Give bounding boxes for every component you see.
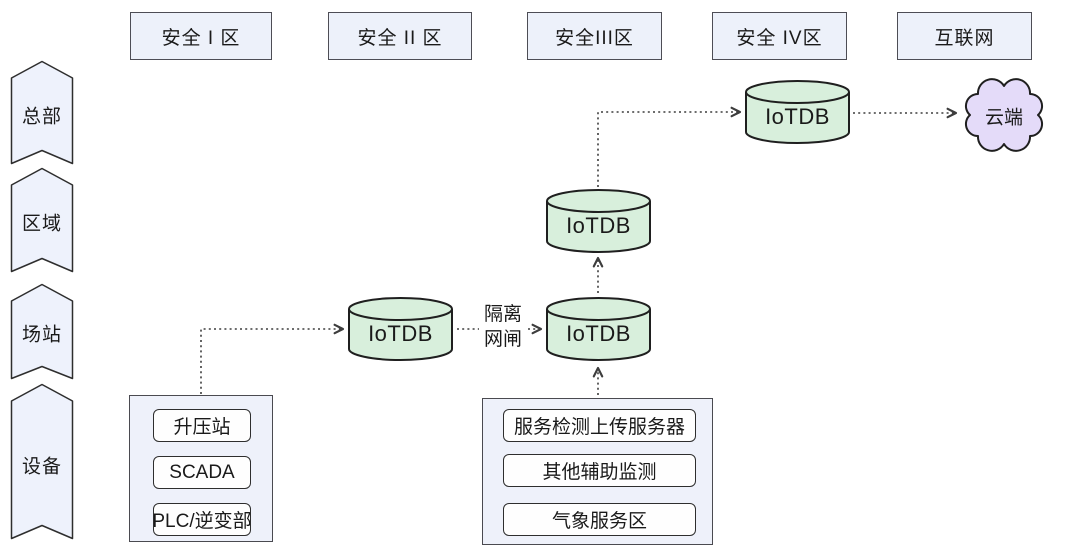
zone-header-3-label: 安全III区 bbox=[555, 27, 634, 49]
database-cylinder-icon bbox=[745, 80, 850, 144]
isolation-gateway-line2: 网闸 bbox=[483, 329, 522, 350]
iotdb-cylinder-zone3-upper: IoTDB bbox=[545, 188, 652, 254]
service-item-aux-monitoring: 其他辅助监测 bbox=[503, 454, 696, 487]
level-banner-headquarters: 总部 bbox=[10, 60, 74, 165]
iotdb-label: IoTDB bbox=[765, 104, 830, 130]
connector-station-to-iotdb-zone2 bbox=[200, 323, 345, 394]
banner-shape bbox=[10, 283, 74, 380]
zone-header-internet-label: 互联网 bbox=[934, 27, 995, 49]
iotdb-cylinder-zone4: IoTDB bbox=[744, 79, 851, 145]
zone-header-1: 安全 I 区 bbox=[130, 12, 272, 60]
service-group-box: 服务检测上传服务器 其他辅助监测 气象服务区 bbox=[482, 398, 713, 545]
zone-header-4-label: 安全 IV区 bbox=[736, 27, 823, 49]
zone-header-2-label: 安全 II 区 bbox=[357, 27, 443, 49]
level-banner-device-label: 设备 bbox=[21, 456, 63, 478]
level-banner-region-label: 区域 bbox=[21, 213, 63, 235]
database-cylinder-icon bbox=[546, 297, 651, 361]
banner-shape bbox=[10, 383, 74, 540]
station-item-label: 升压站 bbox=[173, 417, 231, 438]
station-group-box: 升压站 SCADA PLC/逆变部 bbox=[129, 395, 273, 542]
station-item-boost-station: 升压站 bbox=[153, 409, 251, 442]
service-item-label: 服务检测上传服务器 bbox=[513, 417, 685, 438]
isolation-gateway-line1: 隔离 bbox=[483, 304, 522, 325]
isolation-gateway-label: 隔离 网闸 bbox=[477, 302, 529, 352]
station-item-label: SCADA bbox=[169, 461, 235, 483]
station-item-plc-inverter: PLC/逆变部 bbox=[153, 503, 251, 536]
zone-header-1-label: 安全 I 区 bbox=[161, 27, 241, 49]
iotdb-label: IoTDB bbox=[368, 321, 433, 347]
level-banner-headquarters-label: 总部 bbox=[21, 106, 63, 128]
station-item-label: PLC/逆变部 bbox=[153, 511, 251, 532]
iotdb-cylinder-zone2: IoTDB bbox=[347, 296, 454, 362]
level-banner-device: 设备 bbox=[10, 383, 74, 540]
cloud-node: 云端 bbox=[962, 78, 1046, 152]
database-cylinder-icon bbox=[348, 297, 453, 361]
zone-header-internet: 互联网 bbox=[897, 12, 1032, 60]
banner-shape bbox=[10, 60, 74, 165]
level-banner-station-label: 场站 bbox=[21, 324, 63, 346]
zone-header-2: 安全 II 区 bbox=[328, 12, 472, 60]
station-item-scada: SCADA bbox=[153, 456, 251, 489]
iotdb-cylinder-zone3-lower: IoTDB bbox=[545, 296, 652, 362]
zone-header-4: 安全 IV区 bbox=[712, 12, 847, 60]
level-banner-station: 场站 bbox=[10, 283, 74, 380]
banner-shape bbox=[10, 167, 74, 273]
database-cylinder-icon bbox=[546, 189, 651, 253]
cloud-icon bbox=[964, 78, 1044, 152]
cloud-label: 云端 bbox=[984, 107, 1024, 129]
connector-iotdb-zone3-to-zone4 bbox=[597, 106, 742, 187]
service-item-label: 气象服务区 bbox=[551, 511, 647, 532]
service-item-weather-service: 气象服务区 bbox=[503, 503, 696, 536]
iotdb-label: IoTDB bbox=[566, 213, 631, 239]
zone-header-3: 安全III区 bbox=[527, 12, 662, 60]
service-item-label: 其他辅助监测 bbox=[542, 462, 657, 483]
service-item-upload-server: 服务检测上传服务器 bbox=[503, 409, 696, 442]
level-banner-region: 区域 bbox=[10, 167, 74, 273]
iotdb-label: IoTDB bbox=[566, 321, 631, 347]
